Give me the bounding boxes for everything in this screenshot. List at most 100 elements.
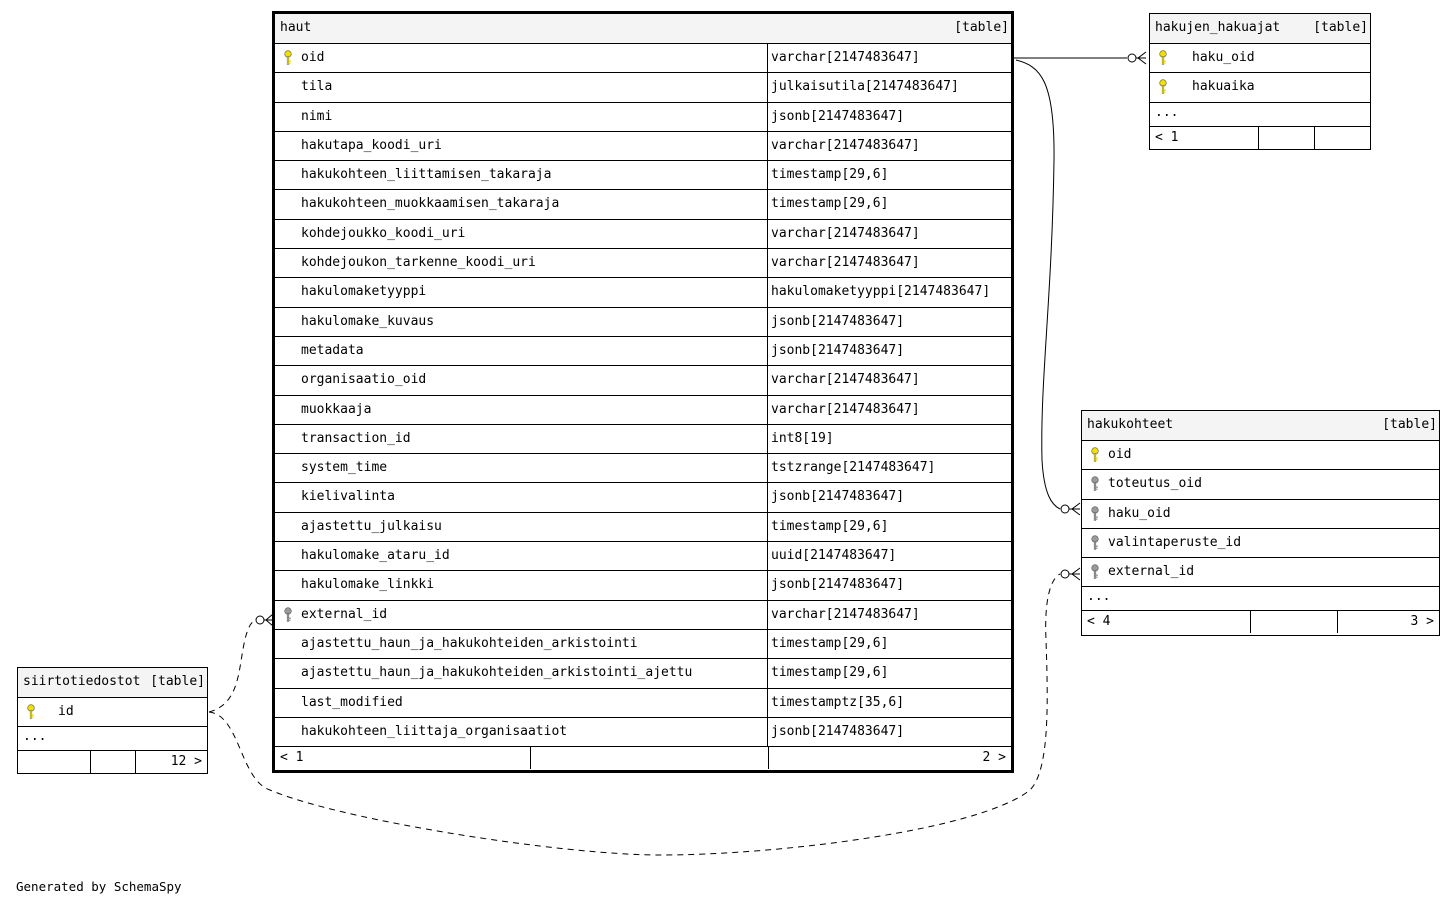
column-name: nimi — [301, 108, 333, 124]
column-name: external_id — [1108, 564, 1195, 580]
column-row[interactable]: ajastettu_haun_ja_hakukohteiden_arkistoi… — [275, 629, 1011, 660]
column-name: kohdejoukon_tarkenne_koodi_uri — [301, 255, 536, 271]
column-type: timestamp[29,6] — [771, 196, 889, 212]
column-row[interactable]: kohdejoukon_tarkenne_koodi_uri varchar[21… — [275, 249, 1011, 279]
column-name: hakukohteen_liittaja_organisaatiot — [301, 723, 568, 739]
column-row[interactable]: hakulomake_kuvaus jsonb[2147483647] — [275, 307, 1011, 337]
column-name: id — [58, 704, 74, 719]
column-name: hakulomake_ataru_id — [301, 548, 450, 564]
column-name: hakulomake_kuvaus — [301, 313, 435, 329]
column-row[interactable]: id — [18, 698, 207, 728]
table-name: haut — [280, 20, 312, 35]
column-row[interactable]: ajastettu_julkaisu timestamp[29,6] — [275, 512, 1011, 543]
table-header[interactable]: hakujen_hakuajat [table] — [1150, 14, 1370, 44]
column-type: varchar[2147483647] — [771, 401, 920, 417]
column-type: varchar[2147483647] — [771, 606, 920, 622]
column-name: oid — [301, 50, 325, 65]
column-name: hakukohteen_liittamisen_takaraja — [301, 167, 552, 183]
foreign-key-icon — [1091, 476, 1099, 491]
column-row[interactable]: toteutus_oid — [1082, 470, 1439, 500]
footer-parents-count[interactable]: < 4 — [1087, 614, 1111, 630]
more-columns: ... — [1150, 103, 1370, 127]
column-row[interactable]: muokkaaja varchar[2147483647] — [275, 395, 1011, 425]
column-name: muokkaaja — [301, 401, 372, 417]
column-type: timestamp[29,6] — [771, 665, 889, 681]
foreign-key-icon — [1091, 535, 1099, 550]
edge-optional-marker — [1060, 569, 1070, 579]
edge-optional-marker — [1060, 504, 1070, 514]
table-footer: < 1 2 > — [275, 747, 1011, 770]
table-name: siirtotiedostot — [23, 674, 141, 689]
footer-children-count[interactable]: 2 > — [982, 750, 1006, 766]
column-name: ajastettu_julkaisu — [301, 518, 442, 534]
footer-children-count[interactable]: 3 > — [1410, 614, 1434, 630]
column-row[interactable]: oid — [1082, 441, 1439, 471]
edge-siirtotiedostot-hakukohteet — [208, 573, 1061, 856]
generator-credit: Generated by SchemaSpy — [16, 879, 182, 894]
column-row[interactable]: valintaperuste_id — [1082, 529, 1439, 559]
column-list: id — [18, 698, 207, 728]
column-type: jsonb[2147483647] — [771, 342, 905, 358]
primary-key-icon — [1159, 79, 1167, 94]
column-name: toteutus_oid — [1108, 476, 1202, 492]
table-type-label: [table] — [150, 674, 205, 689]
column-name: oid — [1108, 447, 1132, 462]
footer-parents-count[interactable]: < 1 — [1155, 129, 1179, 145]
column-name: hakukohteen_muokkaamisen_takaraja — [301, 196, 560, 212]
column-type: varchar[2147483647] — [771, 255, 920, 271]
column-name: ajastettu_haun_ja_hakukohteiden_arkistoi… — [301, 635, 638, 651]
column-row[interactable]: hakuaika — [1150, 73, 1370, 103]
column-type: jsonb[2147483647] — [771, 313, 905, 329]
column-name: hakulomaketyyppi — [301, 284, 427, 300]
table-header[interactable]: haut [table] — [275, 14, 1011, 44]
more-columns: ... — [18, 727, 207, 752]
edge-optional-marker — [1127, 53, 1137, 63]
footer-children-count[interactable]: 12 > — [170, 754, 202, 770]
column-row[interactable]: hakukohteen_muokkaamisen_takaraja timesta… — [275, 190, 1011, 220]
column-row[interactable]: haku_oid — [1150, 44, 1370, 74]
column-row[interactable]: external_id — [1082, 558, 1439, 588]
column-type: timestamp[29,6] — [771, 518, 889, 534]
edge-crowfoot — [264, 613, 274, 627]
column-type: jsonb[2147483647] — [771, 108, 905, 124]
primary-key-icon — [1091, 447, 1099, 462]
table-header[interactable]: siirtotiedostot [table] — [18, 668, 207, 698]
column-name: hakutapa_koodi_uri — [301, 137, 442, 153]
column-type: timestamp[29,6] — [771, 167, 889, 183]
more-columns: ... — [1082, 587, 1439, 612]
table-header[interactable]: hakukohteet [table] — [1082, 411, 1439, 441]
column-type: varchar[2147483647] — [771, 372, 920, 388]
table-type-label: [table] — [1382, 417, 1437, 432]
foreign-key-icon — [284, 607, 292, 622]
column-row[interactable]: nimi jsonb[2147483647] — [275, 102, 1011, 132]
footer-parents-count[interactable]: < 1 — [280, 750, 304, 766]
column-row[interactable]: ajastettu_haun_ja_hakukohteiden_arkistoi… — [275, 659, 1011, 689]
column-row[interactable]: haku_oid — [1082, 500, 1439, 529]
table-siirtotiedostot[interactable]: siirtotiedostot [table] id ... 12 > — [17, 667, 208, 774]
column-row[interactable]: hakukohteen_liittamisen_takaraja timestam… — [275, 161, 1011, 191]
table-name: hakukohteet — [1087, 417, 1174, 432]
table-hakukohteet[interactable]: hakukohteet [table] oid toteutus_oid haku_… — [1081, 410, 1440, 636]
column-type: jsonb[2147483647] — [771, 489, 905, 505]
table-type-label: [table] — [954, 20, 1009, 35]
